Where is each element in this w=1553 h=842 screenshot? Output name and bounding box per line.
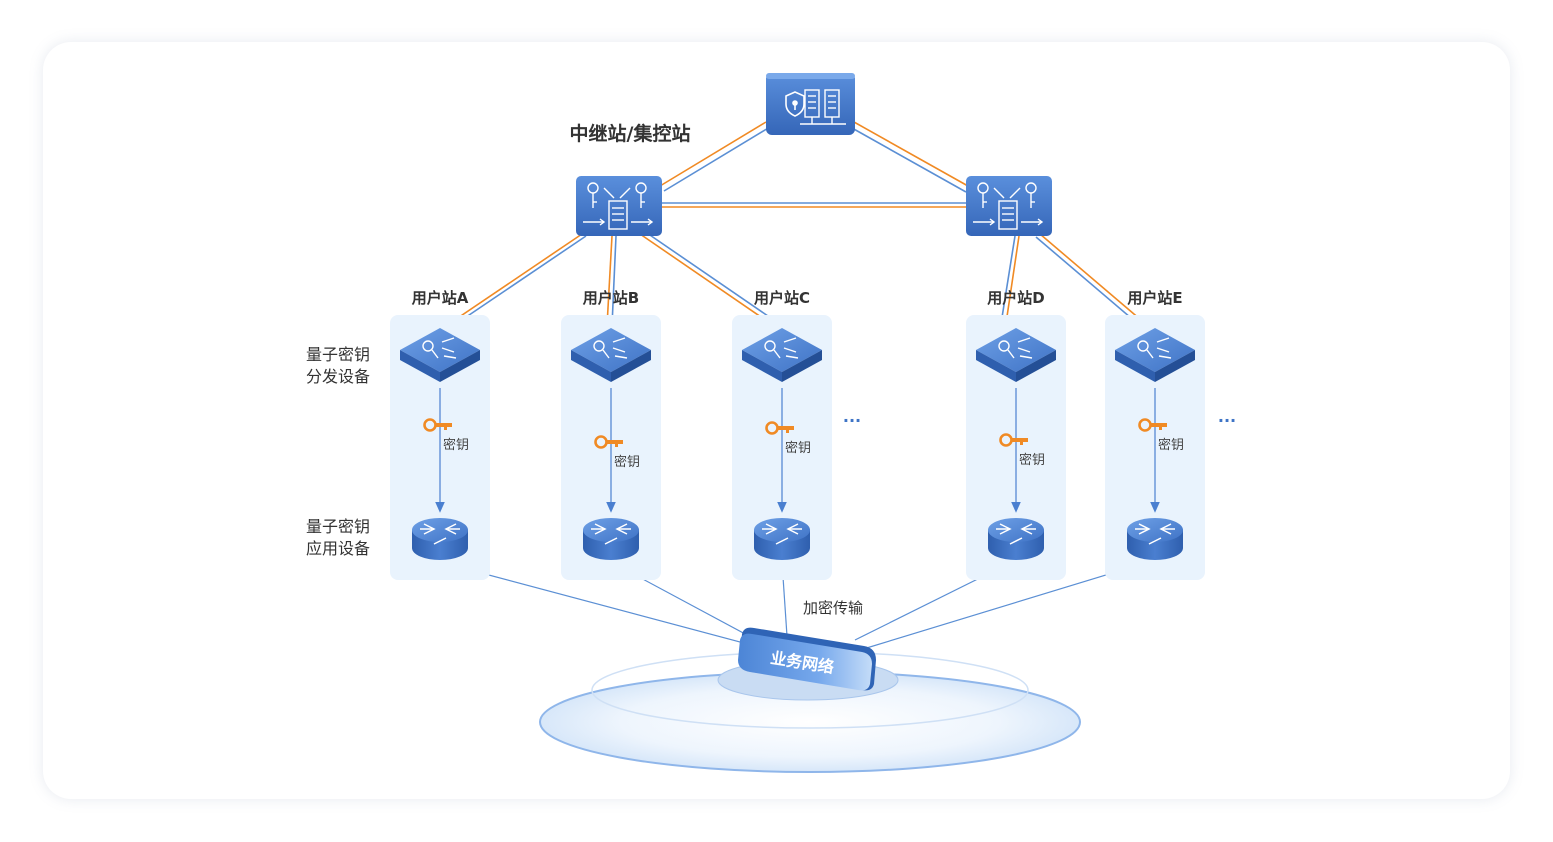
server-rack-icon xyxy=(800,89,846,125)
router-icon xyxy=(762,523,802,545)
key-arrows-icon xyxy=(593,337,628,359)
station-label: 用户站C xyxy=(754,289,810,307)
backbone-links xyxy=(439,121,1149,333)
key-icon xyxy=(423,418,452,432)
router-icon xyxy=(996,523,1036,545)
central-server[interactable] xyxy=(766,73,855,135)
key-label: 密钥 xyxy=(1158,437,1184,453)
dist-device-label-line2: 分发设备 xyxy=(306,367,370,386)
ellipsis-more-stations: ... xyxy=(1218,407,1236,426)
app-device-label-line2: 应用设备 xyxy=(306,539,370,558)
user-station-d: 用户站D 密钥 xyxy=(966,289,1066,580)
quantum-key-distribution-device[interactable] xyxy=(976,328,1056,382)
relay-icon xyxy=(973,182,1044,230)
quantum-key-application-device[interactable] xyxy=(754,518,810,560)
user-station-a: 用户站A 密钥 xyxy=(390,289,490,580)
key-icon xyxy=(765,421,794,435)
app-device-label-line1: 量子密钥 xyxy=(306,517,370,536)
key-arrows-icon xyxy=(998,337,1033,359)
key-icon xyxy=(999,433,1028,447)
key-label: 密钥 xyxy=(614,454,640,470)
key-icon xyxy=(594,435,623,449)
quantum-key-distribution-device[interactable] xyxy=(400,328,480,382)
user-station-c: 用户站C 密钥 xyxy=(732,289,832,580)
ellipsis-more-stations: ... xyxy=(843,407,861,426)
business-network[interactable]: 业务网络 xyxy=(738,627,876,691)
key-arrows-icon xyxy=(764,337,799,359)
station-label: 用户站E xyxy=(1127,289,1182,307)
key-label: 密钥 xyxy=(443,437,469,453)
relay-station-left[interactable] xyxy=(576,176,662,236)
encrypted-transmission-label: 加密传输 xyxy=(803,599,863,617)
station-label: 用户站B xyxy=(583,289,639,307)
user-stations: 用户站A 密钥 用户站B 密钥 用户站C 密钥 用户站D 密钥 用户站E 密钥 xyxy=(390,289,1205,580)
key-arrows-icon xyxy=(422,337,457,359)
quantum-key-distribution-device[interactable] xyxy=(742,328,822,382)
router-icon xyxy=(420,523,460,545)
station-label: 用户站A xyxy=(412,289,469,307)
quantum-key-application-device[interactable] xyxy=(583,518,639,560)
user-station-b: 用户站B 密钥 xyxy=(561,289,661,580)
quantum-key-distribution-device[interactable] xyxy=(571,328,651,382)
quantum-key-application-device[interactable] xyxy=(412,518,468,560)
relay-station-right[interactable] xyxy=(966,176,1052,236)
key-label: 密钥 xyxy=(785,440,811,456)
relay-title: 中继站/集控站 xyxy=(570,122,691,145)
quantum-key-application-device[interactable] xyxy=(1127,518,1183,560)
quantum-key-application-device[interactable] xyxy=(988,518,1044,560)
key-label: 密钥 xyxy=(1019,452,1045,468)
quantum-key-distribution-device[interactable] xyxy=(1115,328,1195,382)
station-label: 用户站D xyxy=(987,289,1044,307)
router-icon xyxy=(591,523,631,545)
relay-icon xyxy=(583,182,654,230)
key-icon xyxy=(1138,418,1167,432)
user-station-e: 用户站E 密钥 xyxy=(1105,289,1205,580)
key-arrows-icon xyxy=(1137,337,1172,359)
router-icon xyxy=(1135,523,1175,545)
dist-device-label-line1: 量子密钥 xyxy=(306,345,370,364)
shield-icon xyxy=(785,91,805,117)
